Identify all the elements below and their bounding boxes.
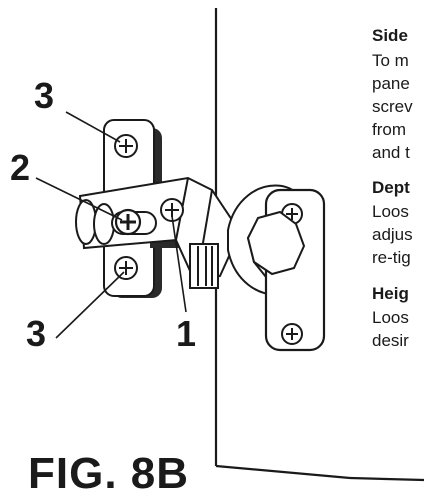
height-adjustment-heading: Heig xyxy=(372,284,409,303)
callout-number-1: 1 xyxy=(176,313,197,354)
depth-adjustment-line: Loos xyxy=(372,202,409,221)
hinge-cup-front xyxy=(246,210,306,276)
figure-caption: FIG. 8B xyxy=(28,449,190,498)
side-adjustment-line: and t xyxy=(372,143,410,162)
callout-number-3-bottom: 3 xyxy=(26,313,47,354)
side-adjustment-line: To m xyxy=(372,51,409,70)
top-plate-screw-icon xyxy=(114,134,138,158)
callout-number-2: 2 xyxy=(10,147,31,188)
side-adjustment-line: from xyxy=(372,120,406,139)
door-plate-bottom-screw-icon xyxy=(281,323,303,345)
bottom-plate-screw-icon xyxy=(114,256,138,280)
depth-adjustment-line: re-tig xyxy=(372,248,411,267)
depth-adjustment-heading: Dept xyxy=(372,178,410,197)
side-adjustment-line: screv xyxy=(372,97,413,116)
height-adjustment-line: desir xyxy=(372,331,409,350)
depth-adjustment-line: adjus xyxy=(372,225,413,244)
callout-leaders xyxy=(35,111,187,339)
callout-number-3-top: 3 xyxy=(34,75,55,116)
side-adjustment-heading: Side xyxy=(372,26,408,45)
side-adjustment-screw-icon xyxy=(114,208,142,236)
height-adjustment-line: Loos xyxy=(372,308,409,327)
side-adjustment-line: pane xyxy=(372,74,410,93)
